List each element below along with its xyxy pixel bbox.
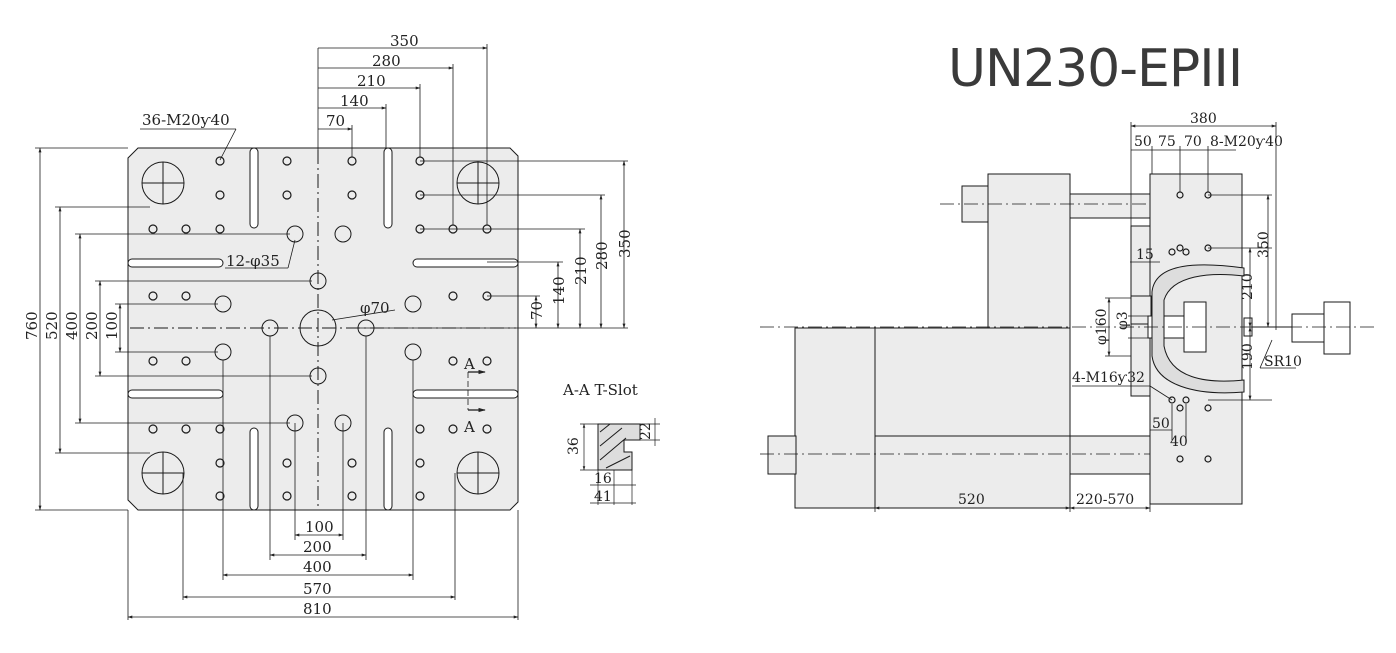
side-dim-75: 75	[1158, 134, 1176, 150]
machine-title: UN230-EPIII	[948, 39, 1242, 99]
side-view-labels: 380 50 75 70 8-M20ƴ40 350 210 190 15 φ3 …	[958, 111, 1302, 508]
dim-top-350: 350	[390, 32, 419, 50]
side-dim-50: 50	[1134, 134, 1152, 150]
tie-bar-holes	[141, 161, 500, 495]
tslot-dim-22: 22	[638, 422, 654, 440]
side-dim-210: 210	[1240, 273, 1256, 300]
dim-right-140: 140	[550, 276, 568, 305]
side-dim-50-small: 50	[1152, 416, 1170, 432]
dim-bottom-200: 200	[303, 538, 332, 556]
side-m20-callout: 8-M20ƴ40	[1210, 134, 1283, 150]
platen-outline	[127, 147, 519, 511]
side-dim-70: 70	[1184, 134, 1202, 150]
tslot-detail	[580, 418, 660, 505]
phi35-callout: 12-φ35	[226, 252, 280, 270]
dim-left-520: 520	[43, 311, 61, 340]
center-locating-hole	[299, 309, 337, 347]
tslot-title: A-A T-Slot	[562, 381, 638, 399]
right-dims	[350, 160, 628, 329]
side-dim-phi3: φ3	[1115, 311, 1131, 330]
t-slots	[127, 147, 519, 511]
dim-right-70: 70	[528, 301, 546, 320]
dim-left-760: 760	[23, 311, 41, 340]
dim-right-350: 350	[616, 229, 634, 258]
dim-left-400: 400	[63, 311, 81, 340]
platen-front-view	[35, 44, 628, 620]
side-dim-phi160: φ160	[1094, 308, 1110, 345]
side-dim-15: 15	[1136, 247, 1154, 263]
side-m16-callout: 4-M16ƴ32	[1072, 370, 1145, 386]
left-dims	[35, 147, 312, 511]
platen-labels: 350 280 210 140 70 36-M20ƴ40 12-φ35 φ70 …	[23, 32, 634, 618]
bottom-dims	[127, 336, 519, 620]
dim-left-200: 200	[83, 311, 101, 340]
dim-bottom-810: 810	[303, 600, 332, 618]
dim-top-280: 280	[372, 52, 401, 70]
dim-bottom-100: 100	[305, 518, 334, 536]
dim-right-210: 210	[572, 256, 590, 285]
dim-top-210: 210	[357, 72, 386, 90]
dim-bottom-570: 570	[303, 580, 332, 598]
top-dims	[317, 44, 488, 225]
side-dim-190: 190	[1240, 343, 1256, 370]
side-view	[767, 173, 1351, 509]
dim-right-280: 280	[593, 241, 611, 270]
dim-bottom-400: 400	[303, 558, 332, 576]
side-view-lines	[760, 122, 1376, 512]
center-hole-callout: φ70	[360, 299, 390, 317]
dim-top-140: 140	[340, 92, 369, 110]
m20-callout: 36-M20ƴ40	[142, 111, 230, 129]
side-sr10: SR10	[1264, 354, 1302, 370]
tslot-labels: A-A T-Slot 36 22 16 41	[562, 381, 654, 505]
tslot-dim-36: 36	[566, 437, 582, 455]
tslot-dim-16: 16	[594, 471, 612, 487]
section-mark-top: A	[463, 355, 475, 373]
side-dim-stroke: 220-570	[1076, 492, 1134, 508]
side-dim-40-small: 40	[1170, 434, 1188, 450]
section-mark-bottom: A	[463, 418, 475, 436]
dim-top-70: 70	[326, 112, 345, 130]
side-dim-520: 520	[958, 492, 985, 508]
side-dim-380: 380	[1190, 111, 1217, 127]
dim-left-100: 100	[103, 311, 121, 340]
side-dim-350: 350	[1256, 231, 1272, 258]
tslot-dim-41: 41	[594, 489, 612, 505]
